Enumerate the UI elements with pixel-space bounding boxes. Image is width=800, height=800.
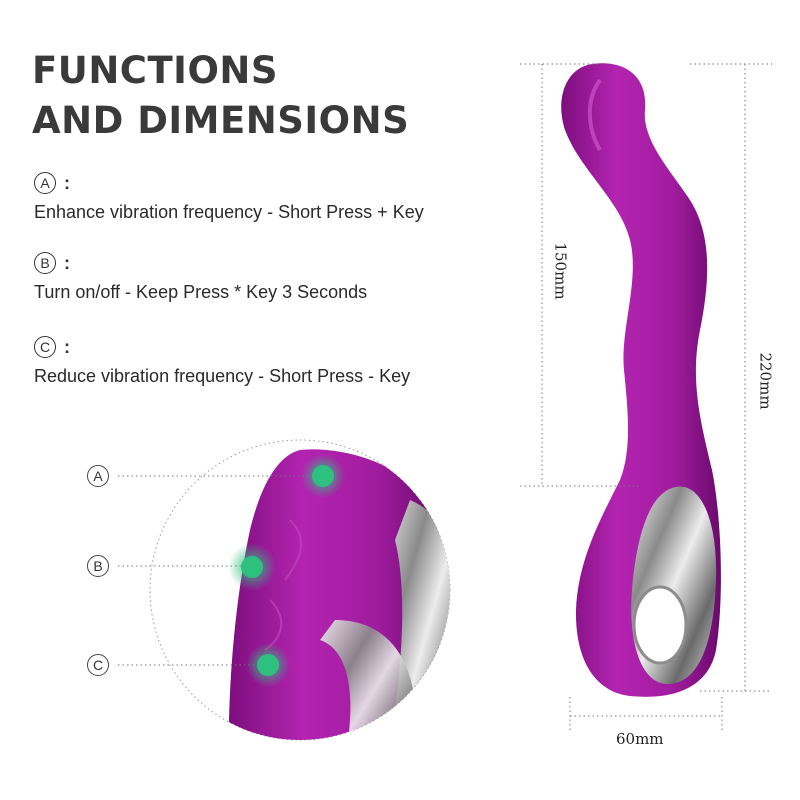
label-b-icon: B bbox=[34, 252, 56, 274]
function-description-c: Reduce vibration frequency - Short Press… bbox=[34, 366, 411, 386]
function-item-b: B : Turn on/off - Keep Press * Key 3 Sec… bbox=[34, 252, 368, 302]
function-item-c: C : Reduce vibration frequency - Short P… bbox=[34, 336, 411, 386]
button-b-marker bbox=[228, 543, 276, 591]
callout-c: C bbox=[87, 654, 109, 676]
label-a-icon: A bbox=[34, 172, 56, 194]
callout-b: B bbox=[87, 555, 109, 577]
dimension-lines bbox=[520, 63, 772, 730]
function-item-a: A : Enhance vibration frequency - Short … bbox=[34, 172, 424, 222]
callout-a: A bbox=[87, 465, 109, 487]
function-description-b: Turn on/off - Keep Press * Key 3 Seconds bbox=[34, 282, 368, 302]
label-c-icon: C bbox=[34, 336, 56, 358]
dimension-150mm: 150mm bbox=[551, 242, 570, 300]
dimension-60mm: 60mm bbox=[616, 730, 664, 748]
button-a-marker bbox=[301, 454, 345, 498]
product-body bbox=[561, 63, 721, 697]
title-line-1: FUNCTIONS bbox=[32, 49, 279, 92]
function-description-a: Enhance vibration frequency - Short Pres… bbox=[34, 202, 424, 222]
page-title: FUNCTIONS AND DIMENSIONS bbox=[32, 46, 409, 146]
title-line-2: AND DIMENSIONS bbox=[32, 99, 410, 142]
zoom-detail bbox=[149, 439, 451, 741]
button-c-marker bbox=[246, 643, 290, 687]
dimension-220mm: 220mm bbox=[756, 352, 775, 410]
